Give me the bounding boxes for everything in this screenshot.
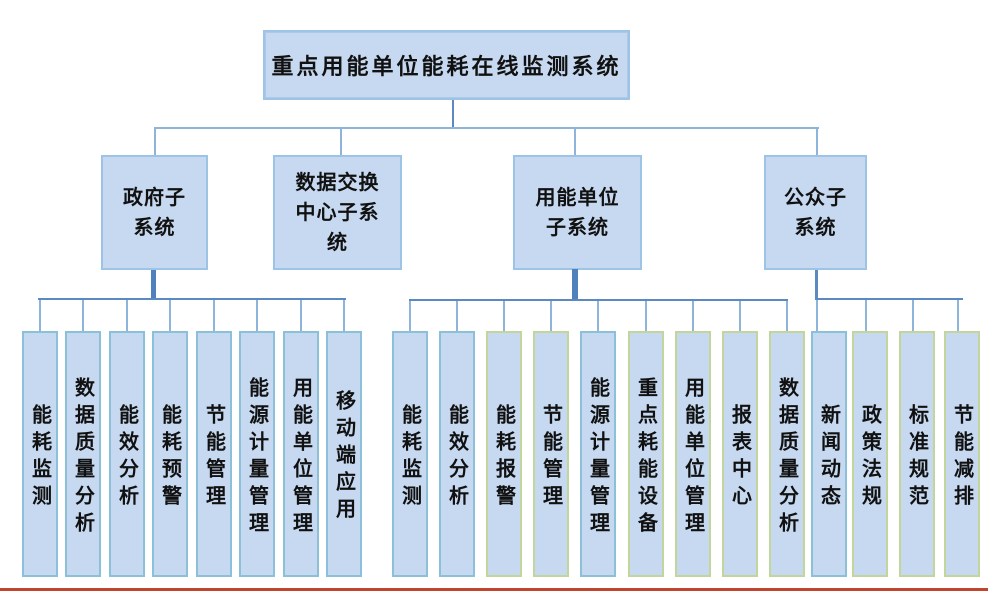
- module-standards: 标准规范: [899, 331, 935, 577]
- module-energy-consumption-warning: 能耗预警: [152, 331, 188, 577]
- connector-line: [256, 300, 258, 331]
- connector-line: [865, 300, 867, 331]
- module-label: 用能单位管理: [289, 376, 312, 539]
- subsystem-box-public: 公众子 系统: [764, 155, 867, 270]
- module-energy-metering-management: 能源计量管理: [580, 331, 616, 577]
- module-energy-efficiency-analysis: 能效分析: [439, 331, 475, 577]
- connector-line: [456, 301, 458, 331]
- subsystem-label: 用能单位 子系统: [535, 186, 620, 239]
- connector-line: [300, 300, 302, 331]
- module-energy-unit-management: 用能单位管理: [675, 331, 711, 577]
- module-data-quality-analysis: 数据质量分析: [769, 331, 805, 577]
- connector-line: [151, 270, 156, 299]
- module-label: 能耗监测: [28, 403, 51, 512]
- connector-line: [786, 301, 788, 331]
- connector-line: [503, 301, 505, 331]
- connector-line: [39, 300, 41, 331]
- connector-line: [343, 300, 345, 331]
- module-energy-consumption-alarm: 能耗报警: [486, 331, 522, 577]
- module-label: 重点耗能设备: [634, 376, 657, 539]
- connector-line: [154, 129, 156, 155]
- root-box-monitoring-system: 重点用能单位能耗在线监测系统: [263, 30, 630, 100]
- connector-line: [645, 301, 647, 331]
- subsystem-label: 公众子 系统: [784, 186, 847, 239]
- module-energy-metering-management: 能源计量管理: [239, 331, 275, 577]
- module-label: 节能管理: [539, 403, 562, 512]
- module-energy-saving-management: 节能管理: [533, 331, 569, 577]
- connector-line: [815, 270, 818, 300]
- module-label: 能效分析: [445, 403, 468, 512]
- module-label: 节能减排: [950, 403, 973, 512]
- module-label: 报表中心: [728, 403, 751, 512]
- module-label: 能耗监测: [398, 403, 421, 512]
- connector-line: [154, 127, 819, 129]
- module-news: 新闻动态: [811, 331, 847, 577]
- connector-line: [126, 300, 128, 331]
- module-label: 标准规范: [905, 403, 928, 512]
- module-label: 新闻动态: [817, 403, 840, 512]
- connector-line: [82, 300, 84, 331]
- module-report-center: 报表中心: [722, 331, 758, 577]
- connector-line: [452, 100, 454, 128]
- connector-line: [816, 300, 818, 331]
- module-label: 政策法规: [858, 403, 881, 512]
- connector-line: [550, 301, 552, 331]
- module-label: 数据质量分析: [71, 376, 94, 539]
- module-label: 能耗预警: [158, 403, 181, 512]
- subsystem-box-data-exchange-center: 数据交换 中心子系 统: [273, 155, 402, 270]
- module-key-energy-equipment: 重点耗能设备: [628, 331, 664, 577]
- connector-line: [739, 301, 741, 331]
- connector-line: [38, 298, 346, 300]
- connector-line: [409, 299, 788, 301]
- module-energy-efficiency-analysis: 能效分析: [109, 331, 145, 577]
- module-energy-saving-management: 节能管理: [196, 331, 232, 577]
- module-label: 移动端应用: [332, 390, 355, 525]
- connector-line: [213, 300, 215, 331]
- subsystem-label: 政府子 系统: [123, 186, 186, 239]
- subsystem-box-government: 政府子 系统: [101, 155, 208, 270]
- module-energy-consumption-monitoring: 能耗监测: [22, 331, 58, 577]
- module-data-quality-analysis: 数据质量分析: [65, 331, 101, 577]
- connector-line: [816, 129, 818, 155]
- connector-line: [692, 301, 694, 331]
- module-energy-consumption-monitoring: 能耗监测: [392, 331, 428, 577]
- connector-line: [340, 129, 342, 155]
- subsystem-box-energy-consumer-unit: 用能单位 子系统: [513, 155, 642, 270]
- connector-line: [815, 298, 963, 300]
- module-mobile-application: 移动端应用: [326, 331, 362, 577]
- module-energy-unit-management: 用能单位管理: [283, 331, 319, 577]
- module-label: 能源计量管理: [586, 376, 609, 539]
- connector-line: [572, 269, 578, 300]
- connector-line: [409, 301, 411, 331]
- module-label: 能源计量管理: [245, 376, 268, 539]
- subsystem-label: 数据交换 中心子系 统: [295, 171, 380, 254]
- module-energy-saving-emission-reduction: 节能减排: [944, 331, 980, 577]
- root-box-label: 重点用能单位能耗在线监测系统: [271, 54, 622, 79]
- connector-line: [574, 129, 576, 155]
- module-label: 能效分析: [115, 403, 138, 512]
- connector-line: [169, 300, 171, 331]
- connector-line: [912, 300, 914, 331]
- bottom-divider-rule: [0, 588, 988, 591]
- module-label: 用能单位管理: [681, 376, 704, 539]
- connector-line: [957, 300, 959, 331]
- module-label: 数据质量分析: [775, 376, 798, 539]
- module-label: 节能管理: [202, 403, 225, 512]
- module-label: 能耗报警: [492, 403, 515, 512]
- connector-line: [597, 301, 599, 331]
- module-policies-regulations: 政策法规: [852, 331, 888, 577]
